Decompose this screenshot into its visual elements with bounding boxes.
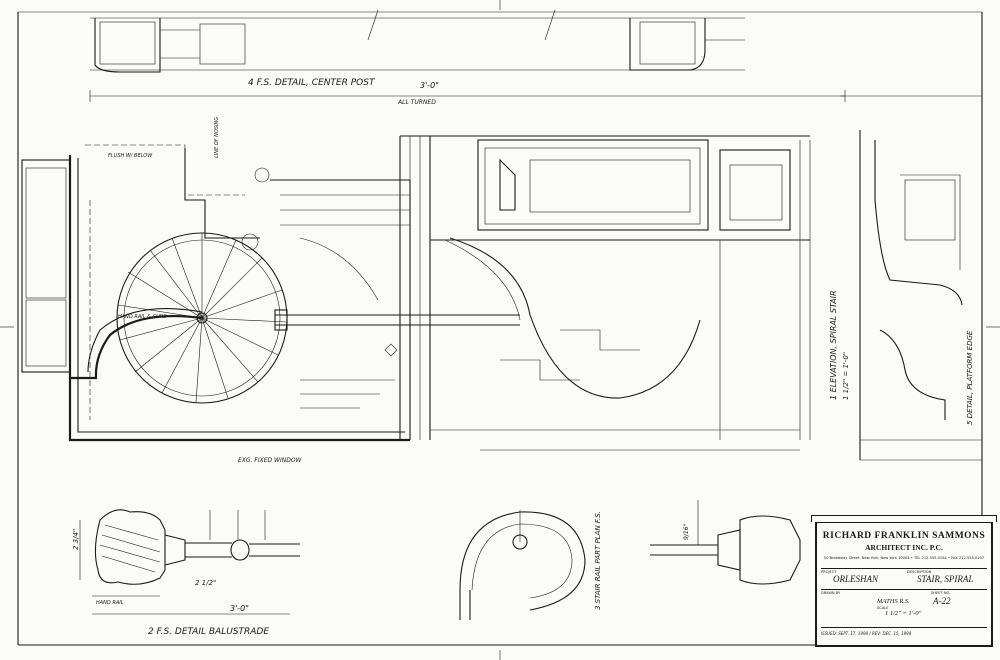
title-block-cornice (811, 515, 997, 522)
balustrade-label: 2 F.S. DETAIL BALUSTRADE (148, 627, 269, 637)
firm-sub: ARCHITECT INC. P.C. (865, 543, 943, 552)
center-post-detail (89, 9, 846, 102)
dim-2-half: 2 1/2" (195, 579, 216, 587)
spiral-stair-plan (21, 144, 520, 442)
all-turned-dim: 3'-0" (420, 81, 439, 90)
dim-9-16: 9/16" (683, 524, 690, 540)
dates: ISSUED: SEPT. 17, 1998 / REV: DEC. 15, 1… (821, 631, 912, 636)
platform-edge-detail (840, 95, 982, 461)
spiral-stair-elevation (399, 135, 811, 451)
firm-address: 50 Broadway Street, New York, New York 1… (823, 556, 985, 560)
project-label: PROJECT (821, 570, 837, 574)
sheet-number: A-22 (933, 596, 951, 606)
all-turned-note: ALL TURNED (397, 99, 436, 106)
flush-label: FLUSH W/ BELOW (108, 153, 153, 159)
dim-2-3-4: 2 3/4" (72, 529, 80, 550)
firm-name: RICHARD FRANKLIN SAMMONS (822, 531, 986, 541)
dates-row: ISSUED: SEPT. 17, 1998 / REV: DEC. 15, 1… (821, 627, 987, 644)
project-name: ORLESHAN (833, 574, 878, 584)
stair-rail-part-plan (459, 510, 586, 620)
elevation-scale: 1 1/2" = 1'-0" (842, 352, 850, 400)
scale-label: SCALE (877, 606, 889, 610)
drawn-by: MATHS R.S. (877, 598, 910, 605)
exg-window-label: EXG. FIXED WINDOW (238, 457, 303, 464)
balustrade-detail (79, 509, 300, 615)
baluster-dim: 3'-0" (230, 604, 249, 613)
hand-rail-label: HAND RAIL (96, 600, 124, 606)
nosing-label: LINE OF NOSING (214, 117, 220, 158)
sheet-label: SHEET NO. (931, 591, 951, 595)
description: STAIR, SPIRAL (917, 574, 974, 584)
project-row: PROJECT DESCRIPTION ORLESHAN STAIR, SPIR… (821, 568, 987, 587)
rail-section-detail (650, 500, 801, 585)
hand-rail-curb-label: HAND RAIL & CURB (118, 314, 167, 320)
platform-edge-label: 5 DETAIL, PLATFORM EDGE (966, 330, 974, 425)
scale: 1 1/2" = 1'-0" (885, 610, 922, 617)
sheet-row: DRAWN BY SHEET NO. MATHS R.S. A-22 SCALE… (821, 589, 987, 624)
center-post-label: 4 F.S. DETAIL, CENTER POST (248, 78, 376, 88)
drawn-label: DRAWN BY (821, 591, 841, 595)
rail-plan-label: 3 STAIR RAIL PART PLAN F.S. (594, 511, 602, 610)
title-block: RICHARD FRANKLIN SAMMONS ARCHITECT INC. … (811, 515, 997, 647)
elevation-label: 1 ELEVATION, SPIRAL STAIR (829, 290, 838, 400)
description-label: DESCRIPTION (907, 570, 932, 574)
